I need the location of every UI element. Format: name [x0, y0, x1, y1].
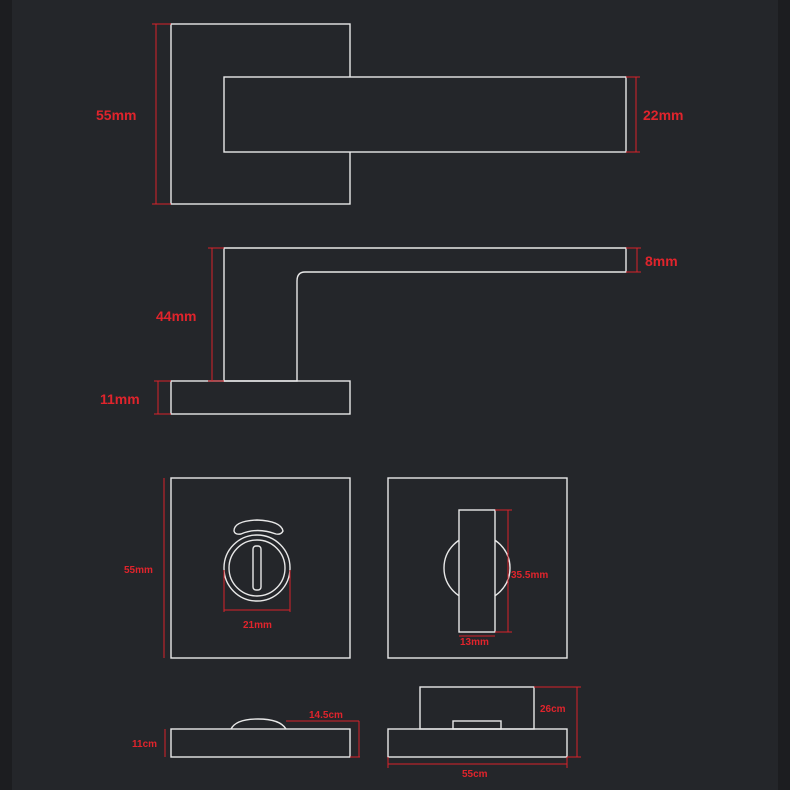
turn-side-length-label: 14.5cm [309, 710, 343, 721]
privacy-turn-front-view: 55mm 21mm [124, 477, 351, 659]
release-square-plate [387, 477, 568, 659]
rose-thickness-label: 11mm [100, 391, 140, 407]
release-side-slot [452, 720, 502, 730]
thumbturn-width-label: 13mm [460, 637, 489, 648]
release-side-height-label: 26cm [540, 704, 566, 715]
thumbturn-height-label: 35.5mm [511, 570, 548, 581]
release-side-body [419, 686, 535, 730]
lever-side-view: 8mm 44mm 11mm [100, 247, 678, 415]
turn-side-rose [170, 728, 351, 758]
stem-height-label: 44mm [156, 308, 196, 324]
turn-side-knob [230, 718, 287, 730]
turn-slot [252, 545, 262, 591]
indicator-window [233, 519, 284, 535]
turn-square-plate [170, 477, 351, 659]
lever-front-view: 55mm 22mm [96, 23, 683, 205]
lever-thickness-label: 8mm [645, 253, 678, 269]
release-front-view: 35.5mm 13mm [387, 477, 568, 659]
turn-outer-ring [223, 534, 291, 602]
turn-side-thickness-label: 11cm [132, 739, 157, 750]
release-side-rose [387, 728, 568, 758]
right-edge-shadow [778, 0, 790, 790]
turn-diameter-label: 21mm [243, 620, 272, 631]
release-side-width-label: 55cm [462, 769, 488, 780]
turn-plate-height-label: 55mm [124, 565, 153, 576]
release-side-view: 26cm 55cm [387, 686, 581, 780]
turn-side-view: 11cm 14.5cm [132, 710, 360, 758]
left-edge-shadow [0, 0, 12, 790]
lever-height-label: 22mm [643, 107, 683, 123]
plate-height-label: 55mm [96, 107, 136, 123]
turn-inner-ring [228, 539, 286, 597]
release-thumbturn [458, 509, 496, 633]
rose-side-profile [170, 380, 351, 415]
lever-handle [223, 76, 627, 153]
lever-profile [223, 247, 627, 382]
